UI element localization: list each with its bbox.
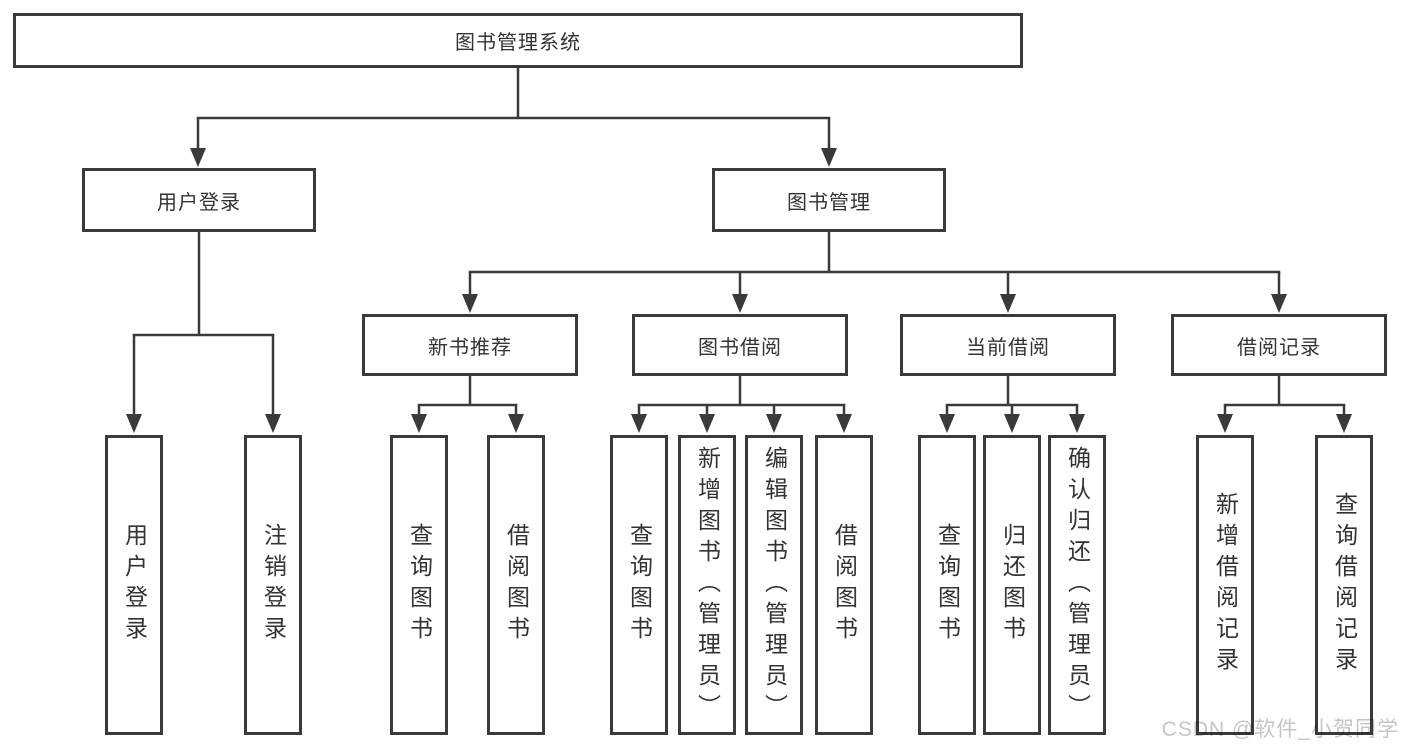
leaf-label: 借阅图书 [831,523,858,647]
leaf-label: 借阅图书 [503,523,530,647]
node-user-login: 用户登录 [82,168,316,232]
node-label: 新书推荐 [428,336,512,359]
leaf-label: 注销登录 [260,523,287,647]
leaf-label: 归还图书 [999,523,1026,647]
csdn-watermark: CSDN @软件_小贺同学 [1161,718,1399,741]
leaf-borrow-books-recommend: 借阅图书 [487,435,545,735]
node-label: 当前借阅 [966,336,1050,359]
leaf-borrow-books-borrowing: 借阅图书 [815,435,873,735]
node-label: 用户登录 [157,191,241,214]
connector-records-to-leaves [1217,376,1352,433]
leaf-query-books-current: 查询图书 [918,435,976,735]
connector-root-to-level2 [190,68,837,167]
leaf-label: 查询图书 [934,523,961,647]
leaf-query-borrow-record: 查询借阅记录 [1315,435,1373,735]
connector-borrowing-to-leaves [631,376,852,433]
connector-recommend-to-leaves [411,376,524,433]
node-label: 图书管理系统 [455,32,581,54]
node-label: 图书借阅 [698,336,782,359]
leaf-label: 查询图书 [626,523,653,647]
leaf-label: 编辑图书（管理员） [761,445,788,725]
connector-bookmgmt-to-level3 [462,232,1287,313]
connector-userlogin-to-leaves [126,232,281,433]
node-book-borrowing: 图书借阅 [632,314,848,376]
leaf-label: 确认归还（管理员） [1064,445,1091,725]
leaf-add-books-admin: 新增图书（管理员） [678,435,736,735]
leaf-label: 新增图书（管理员） [694,445,721,725]
node-new-book-recommend: 新书推荐 [362,314,578,376]
node-borrowing-records: 借阅记录 [1171,314,1387,376]
leaf-query-books-recommend: 查询图书 [390,435,448,735]
node-book-management: 图书管理 [712,168,946,232]
leaf-return-books: 归还图书 [983,435,1041,735]
leaf-label: 查询图书 [406,523,433,647]
leaf-label: 用户登录 [121,523,148,647]
node-label: 借阅记录 [1237,336,1321,359]
leaf-user-login: 用户登录 [105,435,163,735]
node-label: 图书管理 [787,191,871,214]
leaf-logout: 注销登录 [244,435,302,735]
leaf-label: 新增借阅记录 [1212,492,1239,678]
node-current-borrowing: 当前借阅 [900,314,1116,376]
leaf-label: 查询借阅记录 [1331,492,1358,678]
leaf-edit-books-admin: 编辑图书（管理员） [745,435,803,735]
node-library-management-system: 图书管理系统 [13,13,1023,68]
connector-current-to-leaves [939,376,1085,433]
leaf-confirm-return-admin: 确认归还（管理员） [1048,435,1106,735]
leaf-add-borrow-record: 新增借阅记录 [1196,435,1254,735]
leaf-query-books-borrowing: 查询图书 [610,435,668,735]
